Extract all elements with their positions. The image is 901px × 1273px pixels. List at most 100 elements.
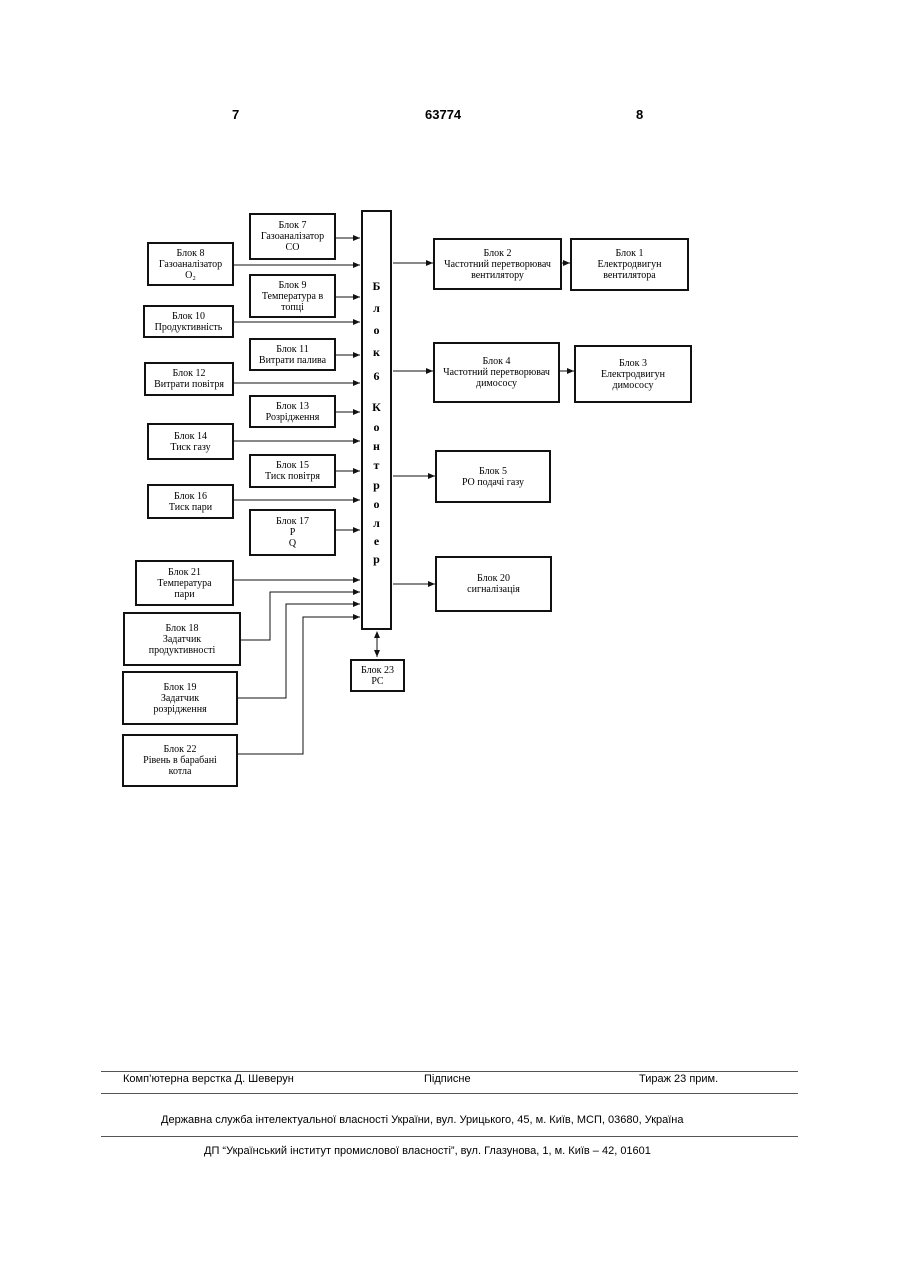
block-5: Блок 5 PO подачі газу: [435, 450, 551, 503]
block-12-label: Витрати повітря: [146, 379, 232, 390]
footer-signed: Підписне: [424, 1073, 471, 1085]
block-16: Блок 16 Тиск пари: [147, 484, 234, 519]
block-8-sublabel: O₂: [149, 270, 232, 281]
block-22-label: Рівень в барабані: [124, 755, 236, 766]
block-20-title: Блок 20: [437, 573, 550, 584]
block-10: Блок 10 Продуктивність: [143, 305, 234, 338]
block-4-title: Блок 4: [435, 356, 558, 367]
block-4-sublabel: димососу: [435, 378, 558, 389]
controller-letter: Б: [363, 279, 390, 294]
block-11: Блок 11 Витрати палива: [249, 338, 336, 371]
block-10-title: Блок 10: [145, 311, 232, 322]
block-19-sublabel: розрідження: [124, 704, 236, 715]
controller-letter: о: [363, 323, 390, 338]
block-17-label: P: [251, 527, 334, 538]
footer-rule-top: [101, 1071, 798, 1072]
block-7-title: Блок 7: [251, 220, 334, 231]
block-13-title: Блок 13: [251, 401, 334, 412]
controller-letter: н: [363, 439, 390, 454]
block-15: Блок 15 Тиск повітря: [249, 454, 336, 488]
controller-letter: л: [363, 516, 390, 531]
block-4: Блок 4 Частотний перетворювач димососу: [433, 342, 560, 403]
block-3-label: Електродвигун: [576, 369, 690, 380]
block-4-label: Частотний перетворювач: [435, 367, 558, 378]
block-23-title: Блок 23: [352, 665, 403, 676]
block-1-title: Блок 1: [572, 248, 687, 259]
footer-agency: Державна служба інтелектуальної власност…: [161, 1114, 684, 1126]
block-23-label: PC: [352, 676, 403, 687]
block-3-title: Блок 3: [576, 358, 690, 369]
block-14-label: Тиск газу: [149, 442, 232, 453]
block-16-label: Тиск пари: [149, 502, 232, 513]
block-13: Блок 13 Розрідження: [249, 395, 336, 428]
block-1: Блок 1 Електродвигун вентилятора: [570, 238, 689, 291]
controller-letter: к: [363, 345, 390, 360]
footer-institute: ДП “Український інститут промислової вла…: [204, 1145, 651, 1157]
block-22-title: Блок 22: [124, 744, 236, 755]
block-18: Блок 18 Задатчик продуктивності: [123, 612, 241, 666]
block-9: Блок 9 Температура в топці: [249, 274, 336, 318]
block-18-title: Блок 18: [125, 623, 239, 634]
block-7-sublabel: CO: [251, 242, 334, 253]
block-5-title: Блок 5: [437, 466, 549, 477]
block-15-label: Тиск повітря: [251, 471, 334, 482]
block-22-sublabel: котла: [124, 766, 236, 777]
block-2-title: Блок 2: [435, 248, 560, 259]
controller-letter: т: [363, 458, 390, 473]
controller-letter: о: [363, 497, 390, 512]
block-13-label: Розрідження: [251, 412, 334, 423]
block-2-sublabel: вентилятору: [435, 270, 560, 281]
wire-b22: [238, 617, 360, 754]
block-5-label: PO подачі газу: [437, 477, 549, 488]
block-8: Блок 8 Газоаналізатор O₂: [147, 242, 234, 286]
block-3: Блок 3 Електродвигун димососу: [574, 345, 692, 403]
footer-circulation: Тираж 23 прим.: [639, 1073, 718, 1085]
controller-letter: К: [363, 400, 390, 415]
block-11-label: Витрати палива: [251, 355, 334, 366]
block-20-label: сигналізація: [437, 584, 550, 595]
block-9-sublabel: топці: [251, 302, 334, 313]
block-19-title: Блок 19: [124, 682, 236, 693]
wire-b18: [241, 592, 360, 640]
block-20: Блок 20 сигналізація: [435, 556, 552, 612]
block-22: Блок 22 Рівень в барабані котла: [122, 734, 238, 787]
block-7-label: Газоаналізатор: [251, 231, 334, 242]
block-17: Блок 17 P Q: [249, 509, 336, 556]
block-12-title: Блок 12: [146, 368, 232, 379]
block-10-label: Продуктивність: [145, 322, 232, 333]
footer-rule-middle: [101, 1093, 798, 1094]
footer-typesetter: Комп’ютерна верстка Д. Шеверун: [123, 1073, 294, 1085]
controller-letter: л: [363, 301, 390, 316]
block-21-label: Температура: [137, 578, 232, 589]
block-16-title: Блок 16: [149, 491, 232, 502]
block-15-title: Блок 15: [251, 460, 334, 471]
controller-letter: р: [363, 478, 390, 493]
block-8-label: Газоаналізатор: [149, 259, 232, 270]
block-14: Блок 14 Тиск газу: [147, 423, 234, 460]
block-9-label: Температура в: [251, 291, 334, 302]
block-1-sublabel: вентилятора: [572, 270, 687, 281]
block-2-label: Частотний перетворювач: [435, 259, 560, 270]
footer-rule-bottom: [101, 1136, 798, 1137]
block-18-sublabel: продуктивності: [125, 645, 239, 656]
block-11-title: Блок 11: [251, 344, 334, 355]
block-23: Блок 23 PC: [350, 659, 405, 692]
block-19: Блок 19 Задатчик розрідження: [122, 671, 238, 725]
block-17-title: Блок 17: [251, 516, 334, 527]
block-14-title: Блок 14: [149, 431, 232, 442]
block-1-label: Електродвигун: [572, 259, 687, 270]
block-18-label: Задатчик: [125, 634, 239, 645]
block-21-sublabel: пари: [137, 589, 232, 600]
controller-block: Б л о к 6 К о н т р о л е р: [361, 210, 392, 630]
block-9-title: Блок 9: [251, 280, 334, 291]
controller-letter: р: [363, 552, 390, 567]
controller-letter: о: [363, 420, 390, 435]
wire-b19: [238, 604, 360, 698]
block-7: Блок 7 Газоаналізатор CO: [249, 213, 336, 260]
block-12: Блок 12 Витрати повітря: [144, 362, 234, 396]
block-3-sublabel: димососу: [576, 380, 690, 391]
block-19-label: Задатчик: [124, 693, 236, 704]
controller-letter: е: [363, 534, 390, 549]
controller-letter: 6: [363, 369, 390, 384]
block-17-sublabel: Q: [251, 538, 334, 549]
